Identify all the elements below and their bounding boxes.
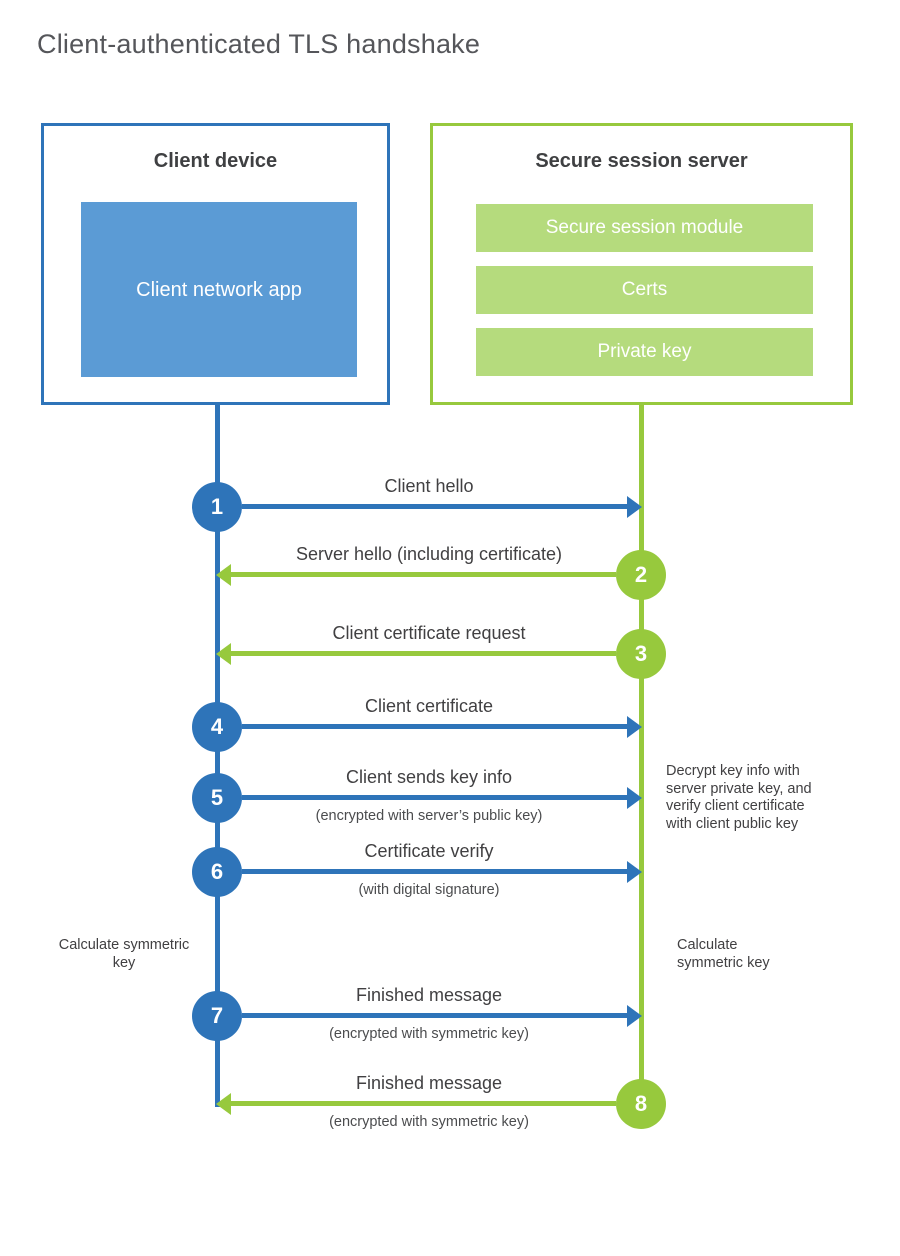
- decrypt-key-note: Decrypt key info with server private key…: [666, 763, 812, 832]
- arrow-right-icon: [627, 716, 642, 738]
- arrow-shaft: [230, 651, 616, 656]
- message-sublabel: (encrypted with symmetric key): [329, 1026, 529, 1042]
- message-sublabel: (encrypted with symmetric key): [329, 1114, 529, 1130]
- client-network-app-box: Client network app: [81, 202, 357, 377]
- handshake-step-1: Client hello 1: [0, 476, 900, 532]
- handshake-step-6: Certificate verify (with digital signatu…: [0, 841, 900, 898]
- page-title: Client-authenticated TLS handshake: [37, 29, 481, 59]
- step-number-badge: 8: [616, 1079, 666, 1129]
- handshake-step-2: Server hello (including certificate) 2: [0, 544, 900, 600]
- client-device-box: Client device Client network app: [41, 123, 390, 405]
- arrow-shaft: [242, 869, 628, 874]
- message-label: Server hello (including certificate): [295, 544, 563, 564]
- message-label: Finished message: [355, 1073, 503, 1093]
- arrow-shaft: [230, 1101, 616, 1106]
- message-label: Client hello: [384, 476, 474, 496]
- message-label: Client certificate request: [332, 623, 526, 643]
- handshake-step-7: Finished message (encrypted with symmetr…: [0, 985, 900, 1042]
- message-label: Finished message: [355, 985, 503, 1005]
- arrow-right-icon: [627, 787, 642, 809]
- step-number-badge: 7: [192, 991, 242, 1041]
- arrow-right-icon: [627, 1005, 642, 1027]
- client-device-title: Client device: [153, 150, 278, 172]
- step-number-badge: 1: [192, 482, 242, 532]
- server-box: Secure session server Secure session mod…: [430, 123, 853, 405]
- step-number-badge: 5: [192, 773, 242, 823]
- message-label: Client sends key info: [345, 767, 513, 787]
- arrow-shaft: [242, 724, 628, 729]
- arrow-right-icon: [627, 861, 642, 883]
- calculate-symmetric-key-note-server: Calculate symmetric key: [677, 937, 770, 971]
- server-module-certs: Certs: [476, 266, 813, 314]
- step-number-badge: 3: [616, 629, 666, 679]
- message-sublabel: (with digital signature): [358, 882, 500, 898]
- message-sublabel: (encrypted with server’s public key): [315, 808, 543, 824]
- step-number-badge: 4: [192, 702, 242, 752]
- server-module-secure-session: Secure session module: [476, 204, 813, 252]
- handshake-step-4: Client certificate 4: [0, 696, 900, 752]
- message-label: Client certificate: [364, 696, 494, 716]
- arrow-left-icon: [216, 643, 231, 665]
- client-lifeline: [215, 405, 220, 1107]
- message-label: Certificate verify: [364, 841, 494, 861]
- server-module-private-key: Private key: [476, 328, 813, 376]
- arrow-shaft: [242, 795, 628, 800]
- arrow-right-icon: [627, 496, 642, 518]
- client-network-app-label: Client network app: [136, 278, 302, 301]
- arrow-shaft: [242, 1013, 628, 1018]
- arrow-left-icon: [216, 564, 231, 586]
- step-number-badge: 2: [616, 550, 666, 600]
- arrow-shaft: [230, 572, 616, 577]
- handshake-step-3: Client certificate request 3: [0, 623, 900, 679]
- server-box-title: Secure session server: [535, 150, 748, 172]
- server-lifeline: [639, 405, 644, 1115]
- arrow-shaft: [242, 504, 628, 509]
- arrow-left-icon: [216, 1093, 231, 1115]
- step-number-badge: 6: [192, 847, 242, 897]
- handshake-step-5: Client sends key info (encrypted with se…: [0, 767, 900, 824]
- handshake-step-8: Finished message (encrypted with symmetr…: [0, 1073, 900, 1130]
- calculate-symmetric-key-note-client: Calculate symmetric key: [58, 937, 190, 971]
